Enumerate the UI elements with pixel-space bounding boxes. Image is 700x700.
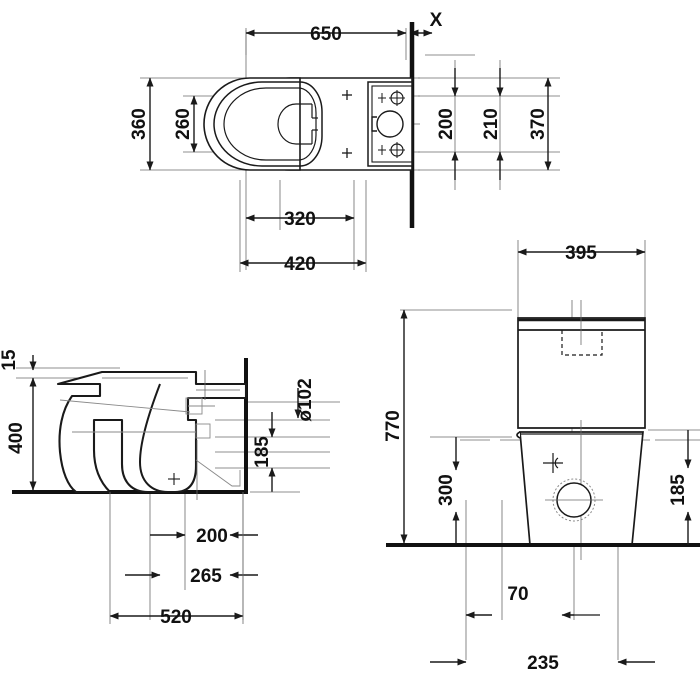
dim-650-label: 650 bbox=[310, 24, 342, 45]
dim-15-label: 15 bbox=[0, 349, 20, 371]
toilet-bowl-inner-curve bbox=[138, 383, 169, 493]
dim-770-label: 770 bbox=[383, 410, 404, 442]
dim-420-label: 420 bbox=[284, 254, 316, 275]
dim-265-label: 265 bbox=[190, 566, 222, 587]
outlet-centerline-side bbox=[196, 370, 206, 500]
seat-outer-rim bbox=[213, 81, 323, 167]
top-view: 650 X 360 260 bbox=[129, 10, 560, 275]
dim-x-label: X bbox=[430, 10, 443, 31]
dim-210-top: 210 bbox=[481, 68, 504, 180]
dim-185-front: 185 bbox=[668, 430, 692, 545]
dim-300: 300 bbox=[436, 437, 460, 543]
toilet-bowl-plan bbox=[203, 77, 301, 171]
dim-400-label: 400 bbox=[6, 422, 27, 454]
dim-770: 770 bbox=[383, 309, 408, 544]
dim-265: 265 bbox=[125, 566, 258, 587]
dim-320: 320 bbox=[245, 209, 355, 230]
dim-400: 400 bbox=[6, 377, 37, 491]
dim-70: 70 bbox=[465, 584, 600, 619]
cistern-front bbox=[517, 317, 646, 429]
dim-diameter-102-label: ø102 bbox=[295, 378, 316, 421]
cistern-outlet bbox=[371, 110, 404, 138]
dim-300-label: 300 bbox=[436, 474, 457, 506]
dim-70-label: 70 bbox=[507, 584, 528, 605]
dim-200-side-label: 200 bbox=[196, 526, 228, 547]
dim-200-top-label: 200 bbox=[436, 108, 457, 140]
dim-260-label: 260 bbox=[173, 108, 194, 140]
front-view: 395 bbox=[383, 240, 700, 674]
dim-360: 360 bbox=[129, 77, 154, 171]
dim-420: 420 bbox=[239, 180, 367, 275]
fixing-cross-markers bbox=[342, 90, 352, 158]
dim-200-top: 200 bbox=[436, 68, 459, 180]
cistern-bolt-holes bbox=[378, 90, 405, 158]
dim-185-front-label: 185 bbox=[668, 474, 689, 506]
dim-185-side-label: 185 bbox=[252, 436, 273, 468]
dim-520-label: 520 bbox=[160, 607, 192, 628]
dim-360-label: 360 bbox=[129, 108, 150, 140]
side-view-internal-lines bbox=[59, 377, 241, 487]
dim-395: 395 bbox=[517, 243, 646, 264]
dim-235-label: 235 bbox=[527, 653, 559, 674]
dim-210-top-label: 210 bbox=[481, 108, 502, 140]
dim-15: 15 bbox=[0, 349, 37, 371]
dim-650: 650 bbox=[245, 24, 407, 45]
dim-320-label: 320 bbox=[284, 209, 316, 230]
seat-inner-rim bbox=[223, 87, 317, 161]
dim-260: 260 bbox=[173, 95, 198, 153]
dim-185-side: 185 bbox=[250, 412, 300, 493]
dim-235: 235 bbox=[430, 653, 655, 674]
front-cross-marker bbox=[543, 453, 563, 473]
dim-diameter-102: ø102 bbox=[294, 378, 316, 422]
outlet-circle-front bbox=[545, 478, 603, 522]
dim-370: 370 bbox=[528, 77, 552, 171]
side-view: 15 400 bbox=[0, 349, 340, 628]
seat-cutout bbox=[277, 103, 318, 145]
dim-520: 520 bbox=[109, 492, 244, 628]
dim-370-label: 370 bbox=[528, 108, 549, 140]
dim-395-label: 395 bbox=[565, 243, 597, 264]
flush-button-hidden-outline bbox=[561, 330, 603, 356]
base-cross-marker bbox=[168, 473, 180, 485]
dim-200-side: 200 bbox=[150, 526, 258, 547]
